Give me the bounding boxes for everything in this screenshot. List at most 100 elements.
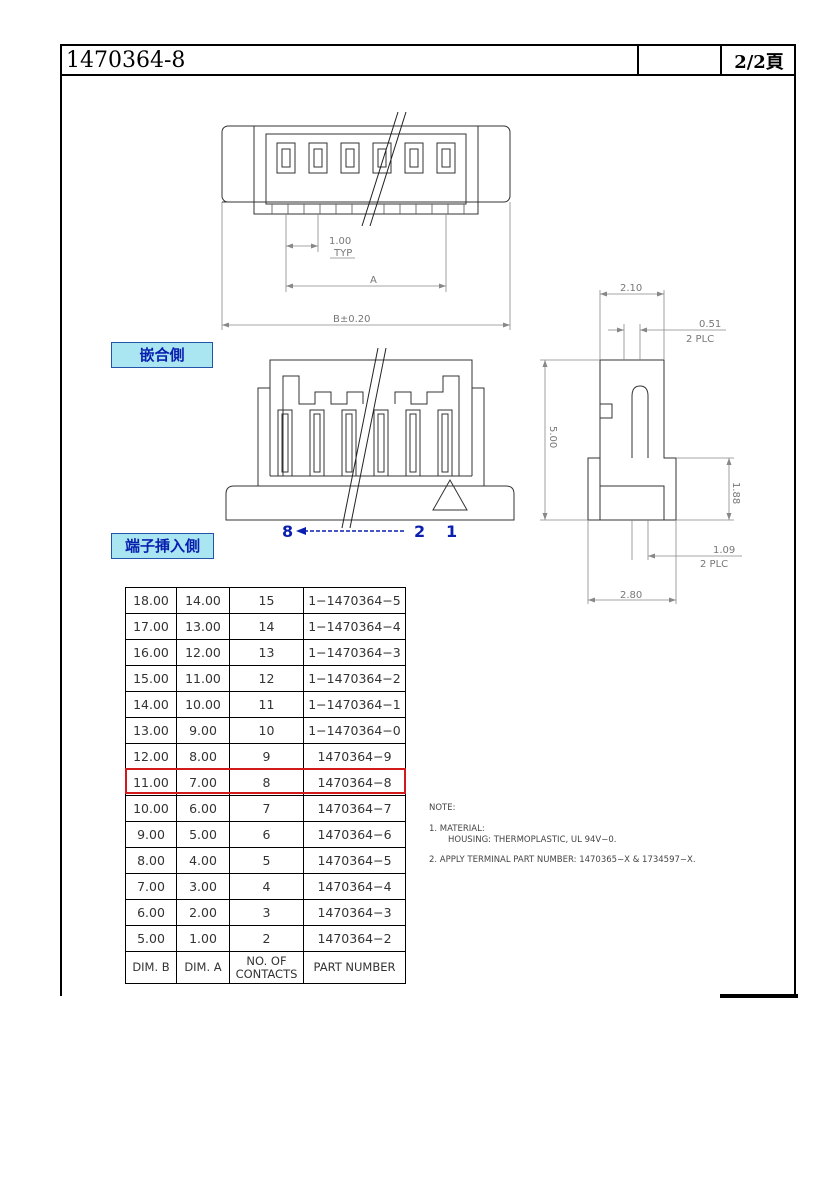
table-cell: 5 bbox=[229, 847, 304, 874]
table-header-line: CONTACTS bbox=[235, 966, 298, 981]
table-cell: 11.00 bbox=[125, 769, 177, 796]
dim-slot-plc: 2 PLC bbox=[686, 334, 714, 345]
table-cell: 7.00 bbox=[125, 873, 177, 900]
table-cell: 17.00 bbox=[125, 613, 177, 640]
table-cell: 5.00 bbox=[176, 821, 230, 848]
table-cell: 6.00 bbox=[176, 795, 230, 822]
title-divider bbox=[720, 44, 722, 76]
dim-lower-height: 1.88 bbox=[730, 482, 741, 504]
table-cell: 1−1470364−0 bbox=[303, 717, 406, 744]
table-cell: 7.00 bbox=[176, 769, 230, 796]
table-header-cell: DIM. B bbox=[125, 951, 177, 984]
table-header-cell: DIM. A bbox=[176, 951, 230, 984]
pin-label-2: 2 bbox=[414, 522, 425, 541]
table-cell: 4 bbox=[229, 873, 304, 900]
dim-pitch: 1.00 bbox=[329, 236, 351, 247]
table-cell: 1470364−5 bbox=[303, 847, 406, 874]
top-view-cavities bbox=[276, 142, 456, 174]
sheet-number: 2/2頁 bbox=[734, 52, 784, 73]
table-cell: 11.00 bbox=[176, 665, 230, 692]
table-cell: 9.00 bbox=[176, 717, 230, 744]
table-cell: 16.00 bbox=[125, 639, 177, 666]
table-cell: 14.00 bbox=[176, 587, 230, 614]
table-cell: 1.00 bbox=[176, 925, 230, 952]
table-cell: 2 bbox=[229, 925, 304, 952]
table-cell: 13.00 bbox=[125, 717, 177, 744]
table-cell: 3.00 bbox=[176, 873, 230, 900]
table-cell: 12 bbox=[229, 665, 304, 692]
mating-side-label: 嵌合側 bbox=[111, 342, 213, 368]
table-cell: 10.00 bbox=[176, 691, 230, 718]
table-cell: 1470364−7 bbox=[303, 795, 406, 822]
front-view-contact-slots bbox=[277, 375, 460, 477]
dim-height: 5.00 bbox=[547, 426, 558, 448]
table-cell: 6.00 bbox=[125, 899, 177, 926]
pin-label-8: 8 bbox=[282, 522, 293, 541]
notes-heading: NOTE: bbox=[429, 803, 456, 813]
table-cell: 1470364−8 bbox=[303, 769, 406, 796]
table-cell: 10.00 bbox=[125, 795, 177, 822]
note-material-detail: HOUSING: THERMOPLASTIC, UL 94V−0. bbox=[448, 835, 617, 845]
table-cell: 1−1470364−2 bbox=[303, 665, 406, 692]
table-header-cell: PART NUMBER bbox=[303, 951, 406, 984]
table-cell: 1470364−4 bbox=[303, 873, 406, 900]
table-cell: 1−1470364−3 bbox=[303, 639, 406, 666]
terminal-insertion-side-label: 端子挿入側 bbox=[111, 533, 214, 559]
table-cell: 13.00 bbox=[176, 613, 230, 640]
part-number-title: 1470364-8 bbox=[66, 48, 186, 73]
title-block bbox=[60, 44, 796, 76]
selected-row-highlight bbox=[125, 768, 406, 794]
table-cell: 15.00 bbox=[125, 665, 177, 692]
table-cell: 8.00 bbox=[125, 847, 177, 874]
dim-pitch-note: TYP bbox=[333, 248, 352, 259]
dim-a: A bbox=[370, 275, 377, 286]
table-cell: 1−1470364−1 bbox=[303, 691, 406, 718]
table-cell: 6 bbox=[229, 821, 304, 848]
table-cell: 7 bbox=[229, 795, 304, 822]
title-divider bbox=[637, 44, 639, 76]
side-view-outline bbox=[587, 359, 677, 521]
table-cell: 2.00 bbox=[176, 899, 230, 926]
table-cell: 14 bbox=[229, 613, 304, 640]
table-cell: 3 bbox=[229, 899, 304, 926]
table-cell: 1470364−6 bbox=[303, 821, 406, 848]
table-cell: 15 bbox=[229, 587, 304, 614]
frame-corner-mark bbox=[720, 994, 798, 998]
table-cell: 14.00 bbox=[125, 691, 177, 718]
table-cell: 13 bbox=[229, 639, 304, 666]
table-cell: 10 bbox=[229, 717, 304, 744]
table-cell: 8.00 bbox=[176, 743, 230, 770]
table-cell: 1470364−2 bbox=[303, 925, 406, 952]
table-cell: 12.00 bbox=[125, 743, 177, 770]
top-view-outline bbox=[221, 125, 511, 215]
table-cell: 1470364−3 bbox=[303, 899, 406, 926]
dim-bottom-slot: 1.09 bbox=[713, 545, 735, 556]
dim-slot-width: 0.51 bbox=[699, 319, 721, 330]
table-cell: 1470364−9 bbox=[303, 743, 406, 770]
table-header-line: NO. OF bbox=[246, 953, 287, 968]
front-view-outline bbox=[225, 359, 515, 521]
note-terminal: 2. APPLY TERMINAL PART NUMBER: 1470365−X… bbox=[429, 855, 696, 865]
notes-block: NOTE: 1. MATERIAL: HOUSING: THERMOPLASTI… bbox=[429, 803, 696, 866]
table-cell: 1−1470364−4 bbox=[303, 613, 406, 640]
pin1-triangle-marker bbox=[432, 478, 468, 511]
table-cell: 9 bbox=[229, 743, 304, 770]
dim-bottom-plc: 2 PLC bbox=[700, 559, 728, 570]
table-cell: 11 bbox=[229, 691, 304, 718]
table-cell: 4.00 bbox=[176, 847, 230, 874]
